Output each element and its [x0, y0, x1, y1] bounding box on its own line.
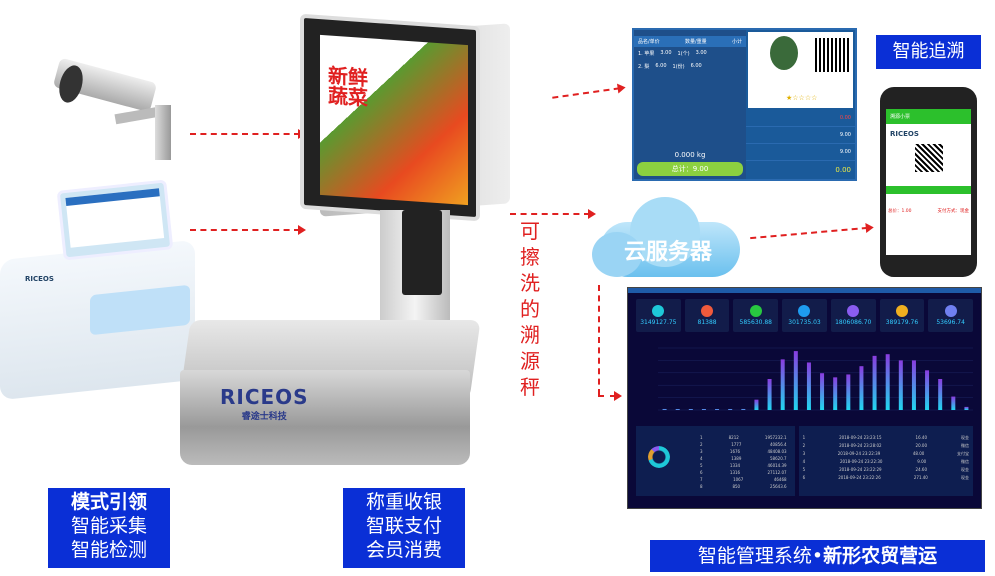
- bar: [846, 374, 851, 410]
- kpi-card: 81388: [684, 299, 730, 332]
- hourly-bar-chart: [658, 347, 973, 411]
- total-bar: 总计：9.00: [637, 162, 743, 176]
- scale-title: 可擦洗的溯源秤: [520, 219, 540, 399]
- arrow-scale-screen: [552, 87, 620, 99]
- arrow-to-dashboard: [598, 391, 622, 401]
- kpi-value: 585630.88: [739, 319, 772, 326]
- receipt-printer: [402, 210, 442, 295]
- screen-banner: 新鲜蔬菜: [328, 63, 368, 111]
- bar: [688, 409, 693, 410]
- bar: [833, 377, 838, 410]
- bar: [754, 399, 759, 410]
- cloud-label: 云服务器: [623, 240, 712, 265]
- bar: [701, 409, 706, 410]
- kpi-value: 389179.76: [885, 319, 919, 326]
- arrow-cloud-dashboard: [598, 285, 600, 395]
- qr-code-icon: [815, 38, 849, 72]
- bar: [964, 406, 969, 410]
- kpi-value: 81388: [697, 319, 717, 326]
- kpi-value: 1806086.70: [835, 319, 872, 326]
- bar: [793, 351, 798, 410]
- kpi-row: 3149127.75 81388 585630.88 301735.03 1806086…: [628, 293, 981, 338]
- management-dashboard: 3149127.75 81388 585630.88 301735.03 1806086…: [627, 287, 982, 509]
- terminal-logo: RICEOS: [25, 275, 54, 283]
- bar: [925, 370, 930, 410]
- bar: [951, 396, 956, 410]
- bar: [675, 409, 680, 410]
- bar: [728, 409, 733, 410]
- kpi-card: 389179.76: [879, 299, 925, 332]
- kpi-card: 1806086.70: [830, 299, 876, 332]
- traceability-scale: 新鲜蔬菜 RICEOS 睿途士科技: [179, 13, 510, 470]
- bar: [662, 408, 667, 410]
- weight-value: 0.000: [674, 151, 695, 159]
- center-feature-box: 称重收银智联支付会员消费: [343, 488, 465, 568]
- bar: [938, 379, 943, 410]
- management-label: 智能管理系统•新形农贸营运: [650, 540, 985, 572]
- bar: [885, 354, 890, 410]
- kpi-card: 3149127.75: [636, 299, 681, 332]
- arrow-cloud-phone: [750, 226, 868, 240]
- bar: [806, 362, 811, 410]
- bar: [715, 409, 720, 410]
- bar: [898, 360, 903, 410]
- bar: [911, 360, 916, 410]
- bar: [767, 379, 772, 410]
- phone-logo: RICEOS: [890, 130, 919, 138]
- left-feature-box: 模式引领智能采集智能检测: [48, 488, 170, 568]
- bar: [780, 359, 785, 410]
- bar: [741, 408, 746, 410]
- kpi-icon: [944, 305, 957, 317]
- phone-title: 溯源小票: [886, 109, 971, 124]
- kpi-icon: [749, 305, 762, 317]
- scale-logo: RICEOS 睿途士科技: [220, 385, 309, 422]
- donut-chart: [648, 446, 670, 468]
- kpi-value: 53696.74: [936, 319, 965, 326]
- kpi-icon: [652, 305, 665, 317]
- kpi-icon: [895, 305, 908, 317]
- kpi-card: 585630.88: [733, 299, 779, 332]
- trace-label: 智能追溯: [876, 35, 981, 69]
- pos-terminal: RICEOS: [0, 179, 200, 401]
- kpi-card: 301735.03: [782, 299, 827, 332]
- bar: [872, 355, 877, 410]
- kpi-value: 3149127.75: [640, 319, 677, 326]
- qr-code-icon: [914, 144, 943, 172]
- rating-stars: ★☆☆☆☆: [786, 94, 818, 102]
- arrow-terminal-scale: [190, 225, 306, 235]
- kpi-icon: [701, 305, 714, 317]
- arrow-scale-cloud: [510, 209, 596, 219]
- bar: [859, 366, 864, 410]
- kpi-icon: [847, 305, 860, 317]
- security-camera: [52, 55, 180, 165]
- bar: [820, 373, 825, 410]
- kpi-card: 53696.74: [928, 299, 973, 332]
- kpi-value: 301735.03: [788, 319, 821, 326]
- scale-display: 新鲜蔬菜: [320, 34, 468, 206]
- cloud-server: 云服务器: [580, 192, 750, 287]
- kpi-icon: [798, 305, 811, 317]
- member-card: ★☆☆☆☆: [748, 32, 853, 108]
- avatar: [770, 36, 798, 70]
